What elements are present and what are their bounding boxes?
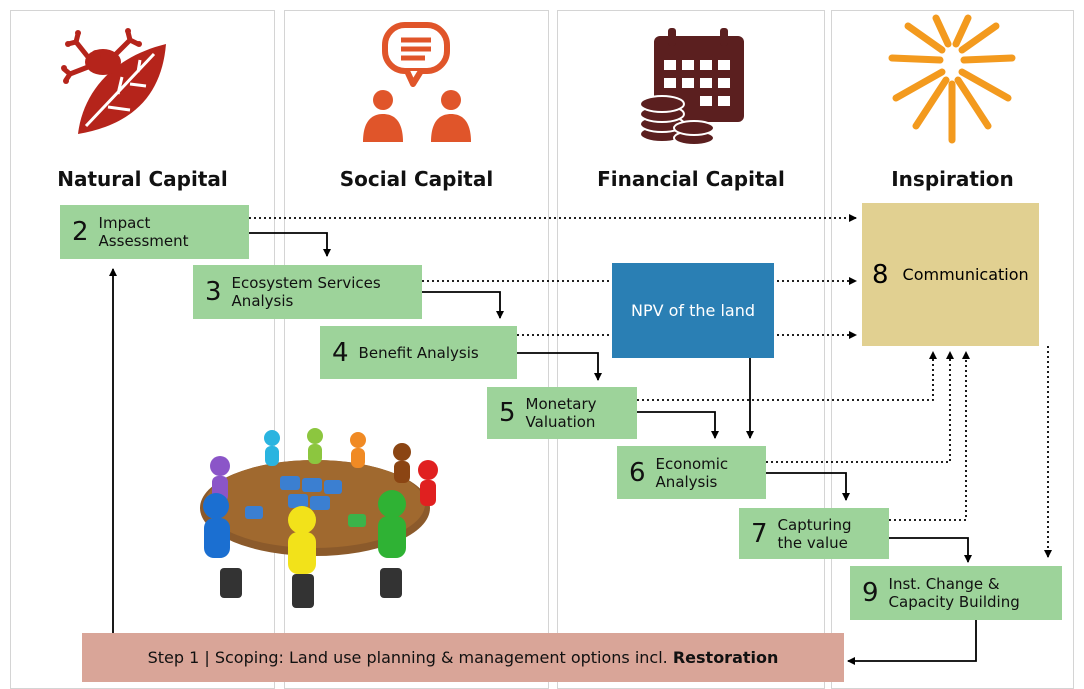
step-label: Capturing the value [777, 515, 852, 552]
people-speech-icon [363, 22, 471, 142]
step-label: Ecosystem Services Analysis [231, 274, 381, 310]
step-label: Communication [902, 265, 1029, 284]
step-label: Economic Analysis [655, 454, 729, 491]
step-label: Benefit Analysis [358, 343, 479, 362]
column-title: Inspiration [891, 167, 1014, 191]
npv-box: NPV of the land [612, 263, 774, 358]
step-impact-assessment: 2 Impact Assessment [60, 205, 249, 259]
step-monetary-valuation: 5 Monetary Valuation [487, 387, 637, 439]
step-number: 6 [629, 457, 646, 488]
step-label: Impact Assessment [98, 214, 189, 250]
calendar-coins-icon [639, 28, 744, 146]
round-table-meeting-illustration [200, 428, 438, 608]
step-number: 2 [72, 217, 89, 247]
step-benefit-analysis: 4 Benefit Analysis [320, 326, 517, 379]
frog-leaf-icon [61, 28, 166, 134]
step-number: 8 [872, 259, 889, 290]
step-number: 5 [499, 398, 516, 428]
step-number: 9 [862, 578, 879, 608]
scoping-step-bar: Step 1 | Scoping: Land use planning & ma… [82, 633, 844, 682]
step-communication: 8 Communication [862, 203, 1039, 346]
step-economic-analysis: 6 Economic Analysis [617, 446, 766, 499]
step-number: 7 [751, 518, 768, 549]
column-natural-capital: Natural Capital [10, 10, 275, 689]
column-title: Financial Capital [597, 167, 785, 191]
sunburst-heart-icon [888, 14, 1016, 144]
column-title: Natural Capital [57, 167, 228, 191]
step-number: 3 [205, 277, 222, 307]
column-title: Social Capital [339, 167, 494, 191]
step-number: 4 [332, 337, 349, 368]
step-label: Inst. Change & Capacity Building [888, 575, 1020, 611]
step-capturing-the-value: 7 Capturing the value [739, 508, 889, 559]
scoping-emphasis: Restoration [672, 648, 779, 667]
scoping-text: Step 1 | Scoping: Land use planning & ma… [147, 648, 673, 667]
step-label: Monetary Valuation [525, 395, 597, 431]
step-inst-change-capacity-building: 9 Inst. Change & Capacity Building [850, 566, 1062, 620]
step-ecosystem-services-analysis: 3 Ecosystem Services Analysis [193, 265, 422, 319]
